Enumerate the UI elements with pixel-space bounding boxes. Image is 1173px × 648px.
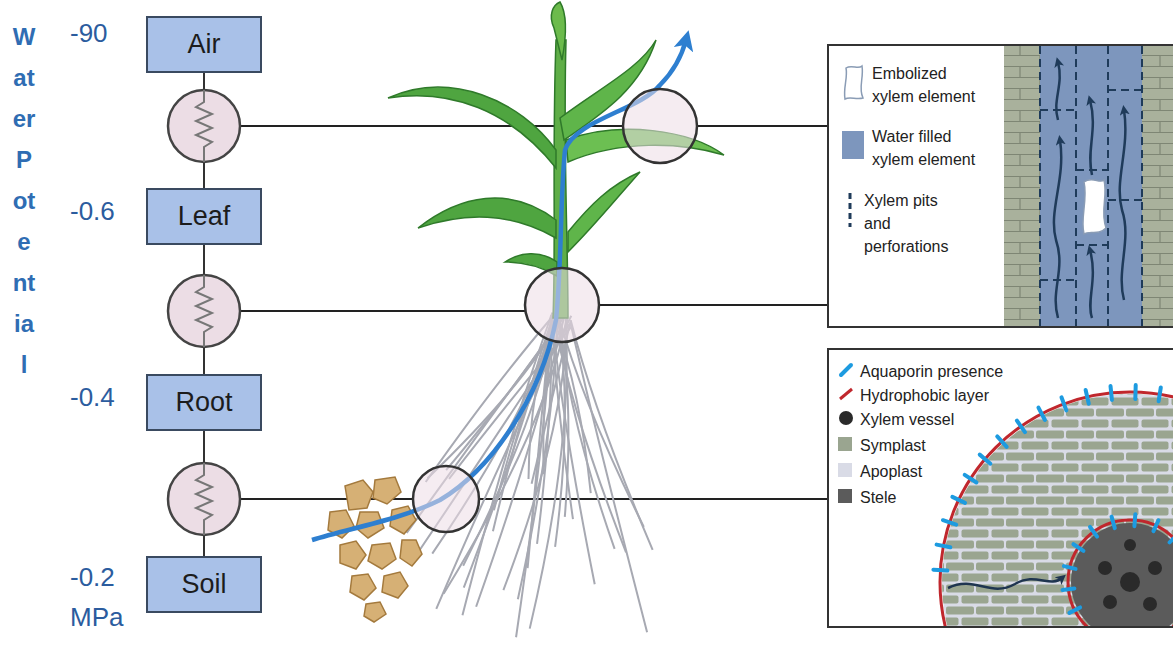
box-label: Soil bbox=[175, 569, 232, 600]
legend-swatch bbox=[838, 489, 852, 503]
legend-text: Stele bbox=[860, 486, 896, 509]
axis-value: -0.2 bbox=[70, 562, 115, 593]
potential-box: Air bbox=[146, 16, 262, 73]
axis-value: -0.4 bbox=[70, 382, 115, 413]
root-cross-section bbox=[933, 385, 1173, 626]
legend-swatch bbox=[842, 62, 872, 102]
potential-box: Leaf bbox=[146, 188, 262, 245]
legend-text: Embolized xylem element bbox=[872, 62, 984, 108]
axis-value: -0.6 bbox=[70, 196, 115, 227]
legend-swatch bbox=[838, 437, 852, 451]
axis-value: -90 bbox=[70, 18, 108, 49]
legend-swatch bbox=[838, 463, 852, 477]
legend-text: Apoplast bbox=[860, 460, 922, 483]
box-label: Leaf bbox=[172, 201, 237, 232]
box-label: Root bbox=[169, 387, 238, 418]
box-label: Air bbox=[182, 29, 227, 60]
xylem-illustration bbox=[1004, 46, 1173, 326]
legend-item: Apoplast bbox=[838, 460, 922, 483]
legend-item: Water filled xylem element bbox=[842, 125, 984, 171]
legend-swatch bbox=[842, 131, 864, 159]
axis-value: MPa bbox=[70, 602, 123, 633]
legend-text: Xylem vessel bbox=[860, 408, 954, 431]
legend-item: Symplast bbox=[838, 434, 926, 457]
legend-item: Stele bbox=[838, 486, 896, 509]
legend-item: Aquaporin presence bbox=[838, 360, 1003, 383]
legend-text: Aquaporin presence bbox=[860, 360, 1003, 383]
legend-item: Xylem vessel bbox=[838, 408, 954, 431]
potential-box: Root bbox=[146, 374, 262, 431]
legend-item: Xylem pits and perforations bbox=[842, 189, 964, 259]
legend-swatch bbox=[842, 189, 864, 229]
legend-item: Hydrophobic layer bbox=[838, 384, 989, 407]
root-system bbox=[407, 312, 653, 637]
potential-box: Soil bbox=[146, 556, 262, 613]
legend-text: Hydrophobic layer bbox=[860, 384, 989, 407]
legend-text: Xylem pits and perforations bbox=[864, 189, 964, 259]
axis-title: Water Potential bbox=[12, 16, 36, 385]
legend-swatch bbox=[838, 360, 860, 380]
legend-text: Symplast bbox=[860, 434, 926, 457]
resistor-symbol bbox=[168, 90, 240, 535]
xylem-panel bbox=[828, 45, 1173, 327]
legend-item: Embolized xylem element bbox=[842, 62, 984, 108]
legend-swatch bbox=[838, 384, 860, 404]
soil-particles bbox=[328, 477, 422, 622]
leader-lines bbox=[240, 126, 828, 499]
zoom-circle bbox=[413, 89, 697, 532]
legend-text: Water filled xylem element bbox=[872, 125, 984, 171]
legend-swatch bbox=[838, 408, 860, 428]
